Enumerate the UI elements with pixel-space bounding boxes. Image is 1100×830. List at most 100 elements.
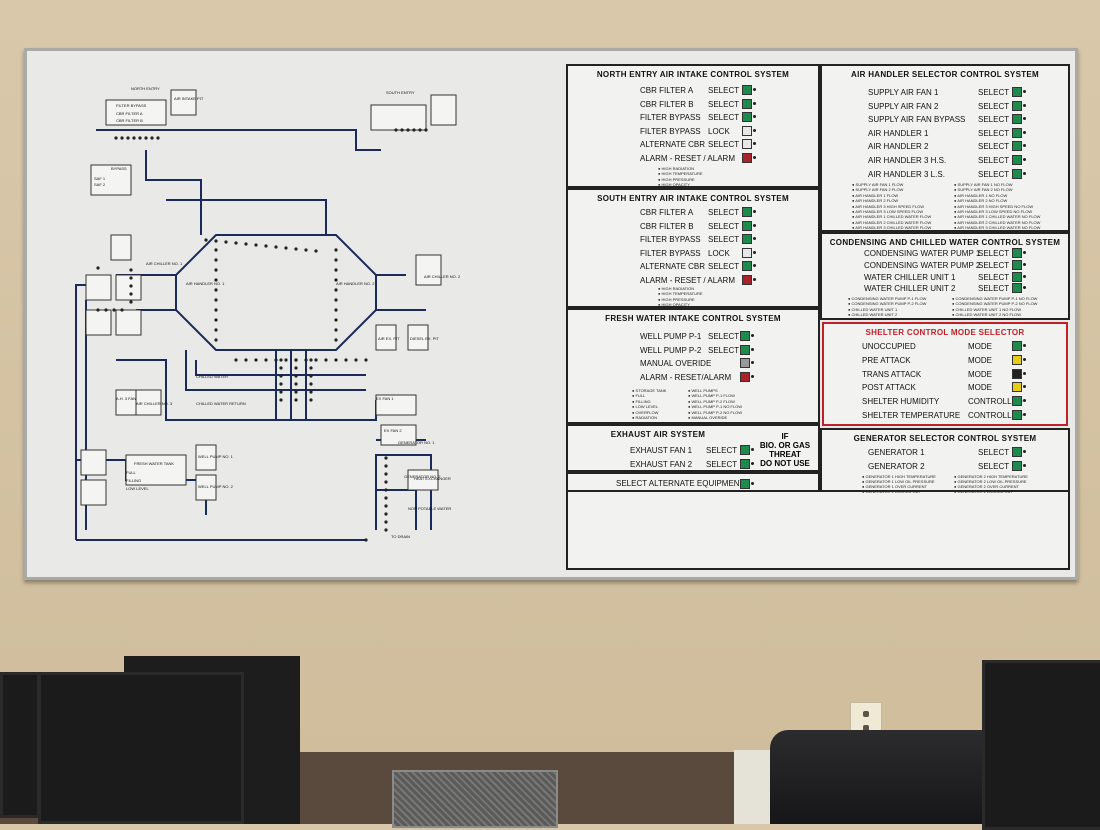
indicator-lamp bbox=[418, 128, 422, 132]
control-action-label: SELECT bbox=[708, 86, 740, 95]
control-action-label: SELECT bbox=[708, 221, 740, 231]
control-pushbutton[interactable] bbox=[740, 371, 750, 382]
control-action-label: SELECT bbox=[708, 99, 740, 109]
control-pushbutton[interactable] bbox=[742, 98, 752, 109]
status-indicator: ● HIGH TEMPERATURE bbox=[658, 171, 703, 177]
indicator-led bbox=[1023, 171, 1026, 175]
diagram-label: FRESH WATER TANK bbox=[134, 461, 174, 466]
control-pushbutton[interactable] bbox=[742, 125, 752, 136]
control-pushbutton[interactable] bbox=[740, 445, 750, 455]
control-pushbutton[interactable] bbox=[742, 247, 752, 258]
panel-south-entry: SOUTH ENTRY AIR INTAKE CONTROL SYSTEM CB… bbox=[566, 188, 820, 308]
control-pushbutton[interactable] bbox=[1012, 271, 1022, 282]
control-pushbutton[interactable] bbox=[1012, 259, 1022, 270]
indicator-lamp bbox=[334, 308, 338, 312]
control-pushbutton[interactable] bbox=[1012, 114, 1022, 125]
diagram-label: CHILLED WATER bbox=[196, 374, 228, 379]
control-pushbutton[interactable] bbox=[740, 458, 750, 469]
control-pushbutton[interactable] bbox=[1012, 410, 1022, 420]
status-indicator: ● WELL PUMP P-2 FLOW bbox=[688, 398, 735, 404]
status-indicator: ● AIR HANDLER 2 CHILLED WATER NO FLOW bbox=[954, 219, 1041, 225]
control-pushbutton[interactable] bbox=[1012, 141, 1022, 152]
diagram-label: EX FAN 1 bbox=[376, 396, 394, 401]
control-label: MANUAL OVERIDE bbox=[640, 359, 712, 368]
indicator-lamp bbox=[214, 278, 218, 282]
indicator-lamp bbox=[334, 288, 338, 292]
indicator-lamp bbox=[120, 136, 124, 140]
control-action-label: SELECT bbox=[978, 128, 1010, 138]
status-indicator: ● LOW LEVEL bbox=[632, 404, 659, 410]
control-pushbutton[interactable] bbox=[742, 234, 752, 244]
diagram-label: AIR CHILLER NO. 1 bbox=[146, 261, 183, 266]
indicator-lamp bbox=[309, 390, 313, 394]
control-pushbutton[interactable] bbox=[1012, 354, 1022, 365]
control-pushbutton[interactable] bbox=[1012, 460, 1022, 471]
control-pushbutton[interactable] bbox=[740, 344, 750, 355]
status-indicator: ● HIGH TEMPERATURE bbox=[658, 291, 703, 297]
control-action-label: MODE bbox=[968, 369, 992, 379]
control-label: FILTER BYPASS bbox=[640, 126, 701, 136]
control-label: ALARM - RESET / ALARM bbox=[640, 275, 735, 285]
control-action-label: MODE bbox=[968, 342, 992, 351]
select-alternate-equipment-label: SELECT ALTERNATE EQUIPMENT bbox=[616, 479, 745, 488]
status-indicator: ● GENERATOR 1 OVER CURRENT bbox=[862, 484, 927, 489]
select-alternate-equipment-button[interactable] bbox=[740, 479, 750, 489]
indicator-lamp bbox=[150, 136, 154, 140]
panel-exhaust: EXHAUST AIR SYSTEM IF BIO. OR GAS THREAT… bbox=[566, 424, 820, 472]
indicator-led bbox=[1023, 463, 1026, 467]
control-pushbutton[interactable] bbox=[1012, 168, 1022, 179]
indicator-lamp bbox=[214, 288, 218, 292]
indicator-lamp bbox=[264, 358, 268, 362]
indicator-lamp bbox=[132, 136, 136, 140]
control-pushbutton[interactable] bbox=[1012, 341, 1022, 351]
control-pushbutton[interactable] bbox=[742, 274, 752, 285]
control-pushbutton[interactable] bbox=[1012, 87, 1022, 97]
control-pushbutton[interactable] bbox=[1012, 447, 1022, 457]
control-label: SUPPLY AIR FAN 1 bbox=[868, 88, 939, 97]
control-pushbutton[interactable] bbox=[742, 261, 752, 271]
diagram-label: FILLING bbox=[126, 478, 141, 483]
control-pushbutton[interactable] bbox=[1012, 248, 1022, 258]
indicator-lamp bbox=[384, 472, 388, 476]
status-indicator: ● AIR HANDLER 3 CHILLED WATER FLOW bbox=[852, 225, 932, 231]
control-pushbutton[interactable] bbox=[742, 207, 752, 217]
diagram-label: DIESEL EX. PIT bbox=[410, 336, 440, 341]
control-label: SUPPLY AIR FAN BYPASS bbox=[868, 115, 966, 125]
control-pushbutton[interactable] bbox=[1012, 127, 1022, 138]
indicator-led bbox=[1023, 117, 1026, 121]
indicator-lamp bbox=[224, 240, 228, 244]
control-pushbutton[interactable] bbox=[1012, 368, 1022, 379]
control-pushbutton[interactable] bbox=[1012, 283, 1022, 294]
control-label: AIR HANDLER 3 L.S. bbox=[868, 169, 945, 179]
status-indicator: ● SUPPLY AIR FAN 1 FLOW bbox=[852, 182, 904, 187]
control-pushbutton[interactable] bbox=[740, 358, 750, 368]
control-pushbutton[interactable] bbox=[742, 220, 752, 231]
control-pushbutton[interactable] bbox=[742, 139, 752, 149]
indicator-lamp bbox=[384, 520, 388, 524]
control-pushbutton[interactable] bbox=[742, 85, 752, 95]
control-pushbutton[interactable] bbox=[1012, 100, 1022, 111]
control-pushbutton[interactable] bbox=[742, 112, 752, 122]
control-pushbutton[interactable] bbox=[1012, 155, 1022, 165]
indicator-lamp bbox=[384, 488, 388, 492]
indicator-lamp bbox=[279, 358, 283, 362]
indicator-lamp bbox=[294, 398, 298, 402]
indicator-lamp bbox=[114, 136, 118, 140]
control-pushbutton[interactable] bbox=[1012, 382, 1022, 393]
control-label: FILTER BYPASS bbox=[640, 235, 701, 244]
control-pushbutton[interactable] bbox=[740, 331, 750, 341]
control-pushbutton[interactable] bbox=[1012, 396, 1022, 407]
status-indicator: ● HIGH OPACITY bbox=[658, 182, 690, 188]
indicator-led bbox=[751, 482, 754, 485]
control-action-label: SELECT bbox=[978, 284, 1010, 294]
diagram-label: AIR HANDLER NO. 1 bbox=[186, 281, 225, 286]
indicator-led bbox=[751, 347, 754, 351]
wire-tray bbox=[392, 770, 558, 828]
indicator-led bbox=[753, 142, 756, 145]
indicator-lamp bbox=[294, 366, 298, 370]
status-indicator: ● FILLING bbox=[632, 398, 651, 404]
status-indicator: ● AIR HANDLER 3 CHILLED WATER NO FLOW bbox=[954, 225, 1041, 231]
control-pushbutton[interactable] bbox=[742, 152, 752, 163]
control-label: ALTERNATE CBR bbox=[640, 140, 706, 149]
